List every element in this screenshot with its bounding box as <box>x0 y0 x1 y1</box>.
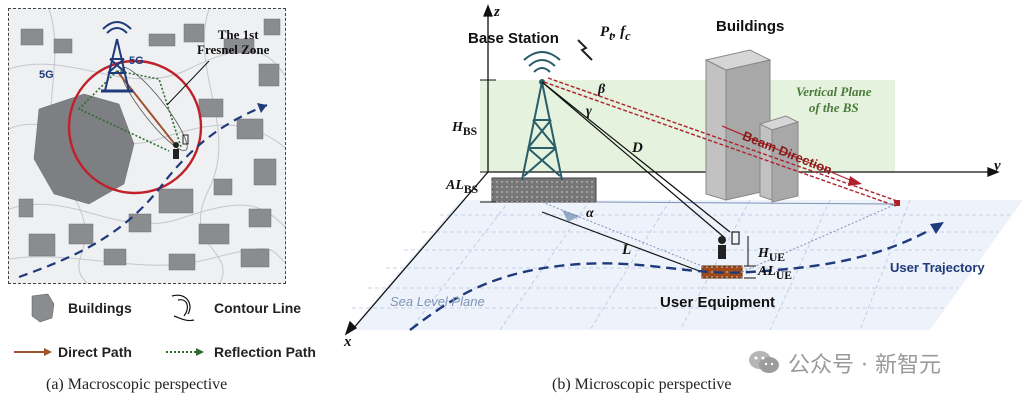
watermark-text: 公众号 · 新智元 <box>788 353 941 378</box>
beam-direction-line <box>543 77 901 207</box>
h-bs-symbol: H <box>452 120 463 135</box>
fresnel-title-line1: The 1st <box>217 27 259 42</box>
base-station-label: Base Station <box>468 30 559 47</box>
al-bs-symbol: AL <box>446 178 464 193</box>
caption-a: (a) Macroscopic perspective <box>46 376 228 393</box>
al-ue-symbol: AL <box>758 264 776 279</box>
watermark: 公众号 · 新智元 <box>748 346 988 380</box>
wechat-icon <box>749 351 779 373</box>
h-ue-subscript: UE <box>768 250 786 264</box>
h-ue-label: HUE <box>758 246 785 264</box>
distance-d-line <box>541 81 731 233</box>
fresnel-ellipse <box>120 67 188 151</box>
user-icon <box>173 134 189 159</box>
badge-5g-left: 5G <box>39 69 54 81</box>
legend-buildings-icon <box>31 293 55 323</box>
alpha-angle-mark <box>562 210 580 222</box>
gamma-label: γ <box>586 104 592 119</box>
buildings-label: Buildings <box>716 18 785 35</box>
fresnel-zone-title: The 1st Fresnel Zone <box>197 27 269 57</box>
h-bs-subscript: BS <box>462 124 478 138</box>
axis-y-label: y <box>994 158 1001 174</box>
buildings-3d <box>704 49 800 203</box>
macroscopic-panel: 5G 5G The 1st Fresnel Zone <box>8 8 286 284</box>
microscopic-diagram <box>344 4 1023 336</box>
distance-l-line <box>541 211 703 273</box>
power-subscript: t <box>609 29 613 43</box>
user-trajectory-line <box>409 228 931 331</box>
al-ue-label: ALUE <box>758 264 792 282</box>
vertical-plane-line2: of the BS <box>808 100 859 115</box>
distance-l-label: L <box>622 242 632 258</box>
signal-lightning-icon <box>577 39 593 61</box>
legend-direct-path-icon <box>14 348 52 356</box>
legend-reflection-path-icon <box>166 348 204 356</box>
al-bs-label: ALBS <box>446 178 478 196</box>
alpha-label: α <box>586 206 594 221</box>
macroscopic-map <box>9 9 285 283</box>
legend-contour-icon <box>171 294 195 322</box>
user-equipment-label: User Equipment <box>660 294 776 311</box>
badge-5g-right: 5G <box>129 55 144 67</box>
axes <box>344 4 1000 336</box>
ground-plane <box>350 200 1023 330</box>
al-ue-subscript: UE <box>775 268 793 282</box>
vertical-plane-line1: Vertical Plane <box>796 84 872 99</box>
sea-level-label: Sea Level Plane <box>390 294 485 309</box>
user-trajectory-label: User Trajectory <box>890 260 985 275</box>
power-symbol: P <box>600 24 610 40</box>
bs-tower-icon <box>521 51 563 181</box>
coverage-circle <box>67 59 203 195</box>
freq-symbol: , f <box>612 24 626 40</box>
ground-grid <box>352 199 1010 331</box>
caption-b: (b) Microscopic perspective <box>552 376 732 393</box>
legend-contour-label: Contour Line <box>214 300 302 316</box>
axis-z-label: z <box>494 4 500 20</box>
building-blocks <box>18 18 281 271</box>
axis-x-label: x <box>344 334 352 350</box>
hbs-dimension <box>480 79 496 203</box>
user-equipment-icon <box>718 231 740 259</box>
fresnel-title-line2: Fresnel Zone <box>197 42 270 57</box>
h-ue-symbol: H <box>758 246 769 261</box>
freq-subscript: c <box>625 29 631 43</box>
al-bs-subscript: BS <box>463 182 479 196</box>
power-frequency-label: Pt, fc <box>600 24 631 44</box>
base-station-tower-icon <box>101 21 133 93</box>
vertical-plane-label: Vertical Plane of the BS <box>796 84 871 116</box>
legend-buildings-label: Buildings <box>68 300 132 316</box>
microscopic-panel: Base Station Pt, fc Buildings Vertical P… <box>330 0 1023 380</box>
legend-direct-label: Direct Path <box>58 344 132 360</box>
trajectory-line <box>18 103 268 279</box>
h-bs-label: HBS <box>452 120 477 138</box>
legend-reflection-label: Reflection Path <box>214 344 316 360</box>
beta-label: β <box>598 82 606 97</box>
distance-d-label: D <box>632 140 643 156</box>
legend: Buildings Contour Line Direct Path Refle… <box>10 290 340 370</box>
